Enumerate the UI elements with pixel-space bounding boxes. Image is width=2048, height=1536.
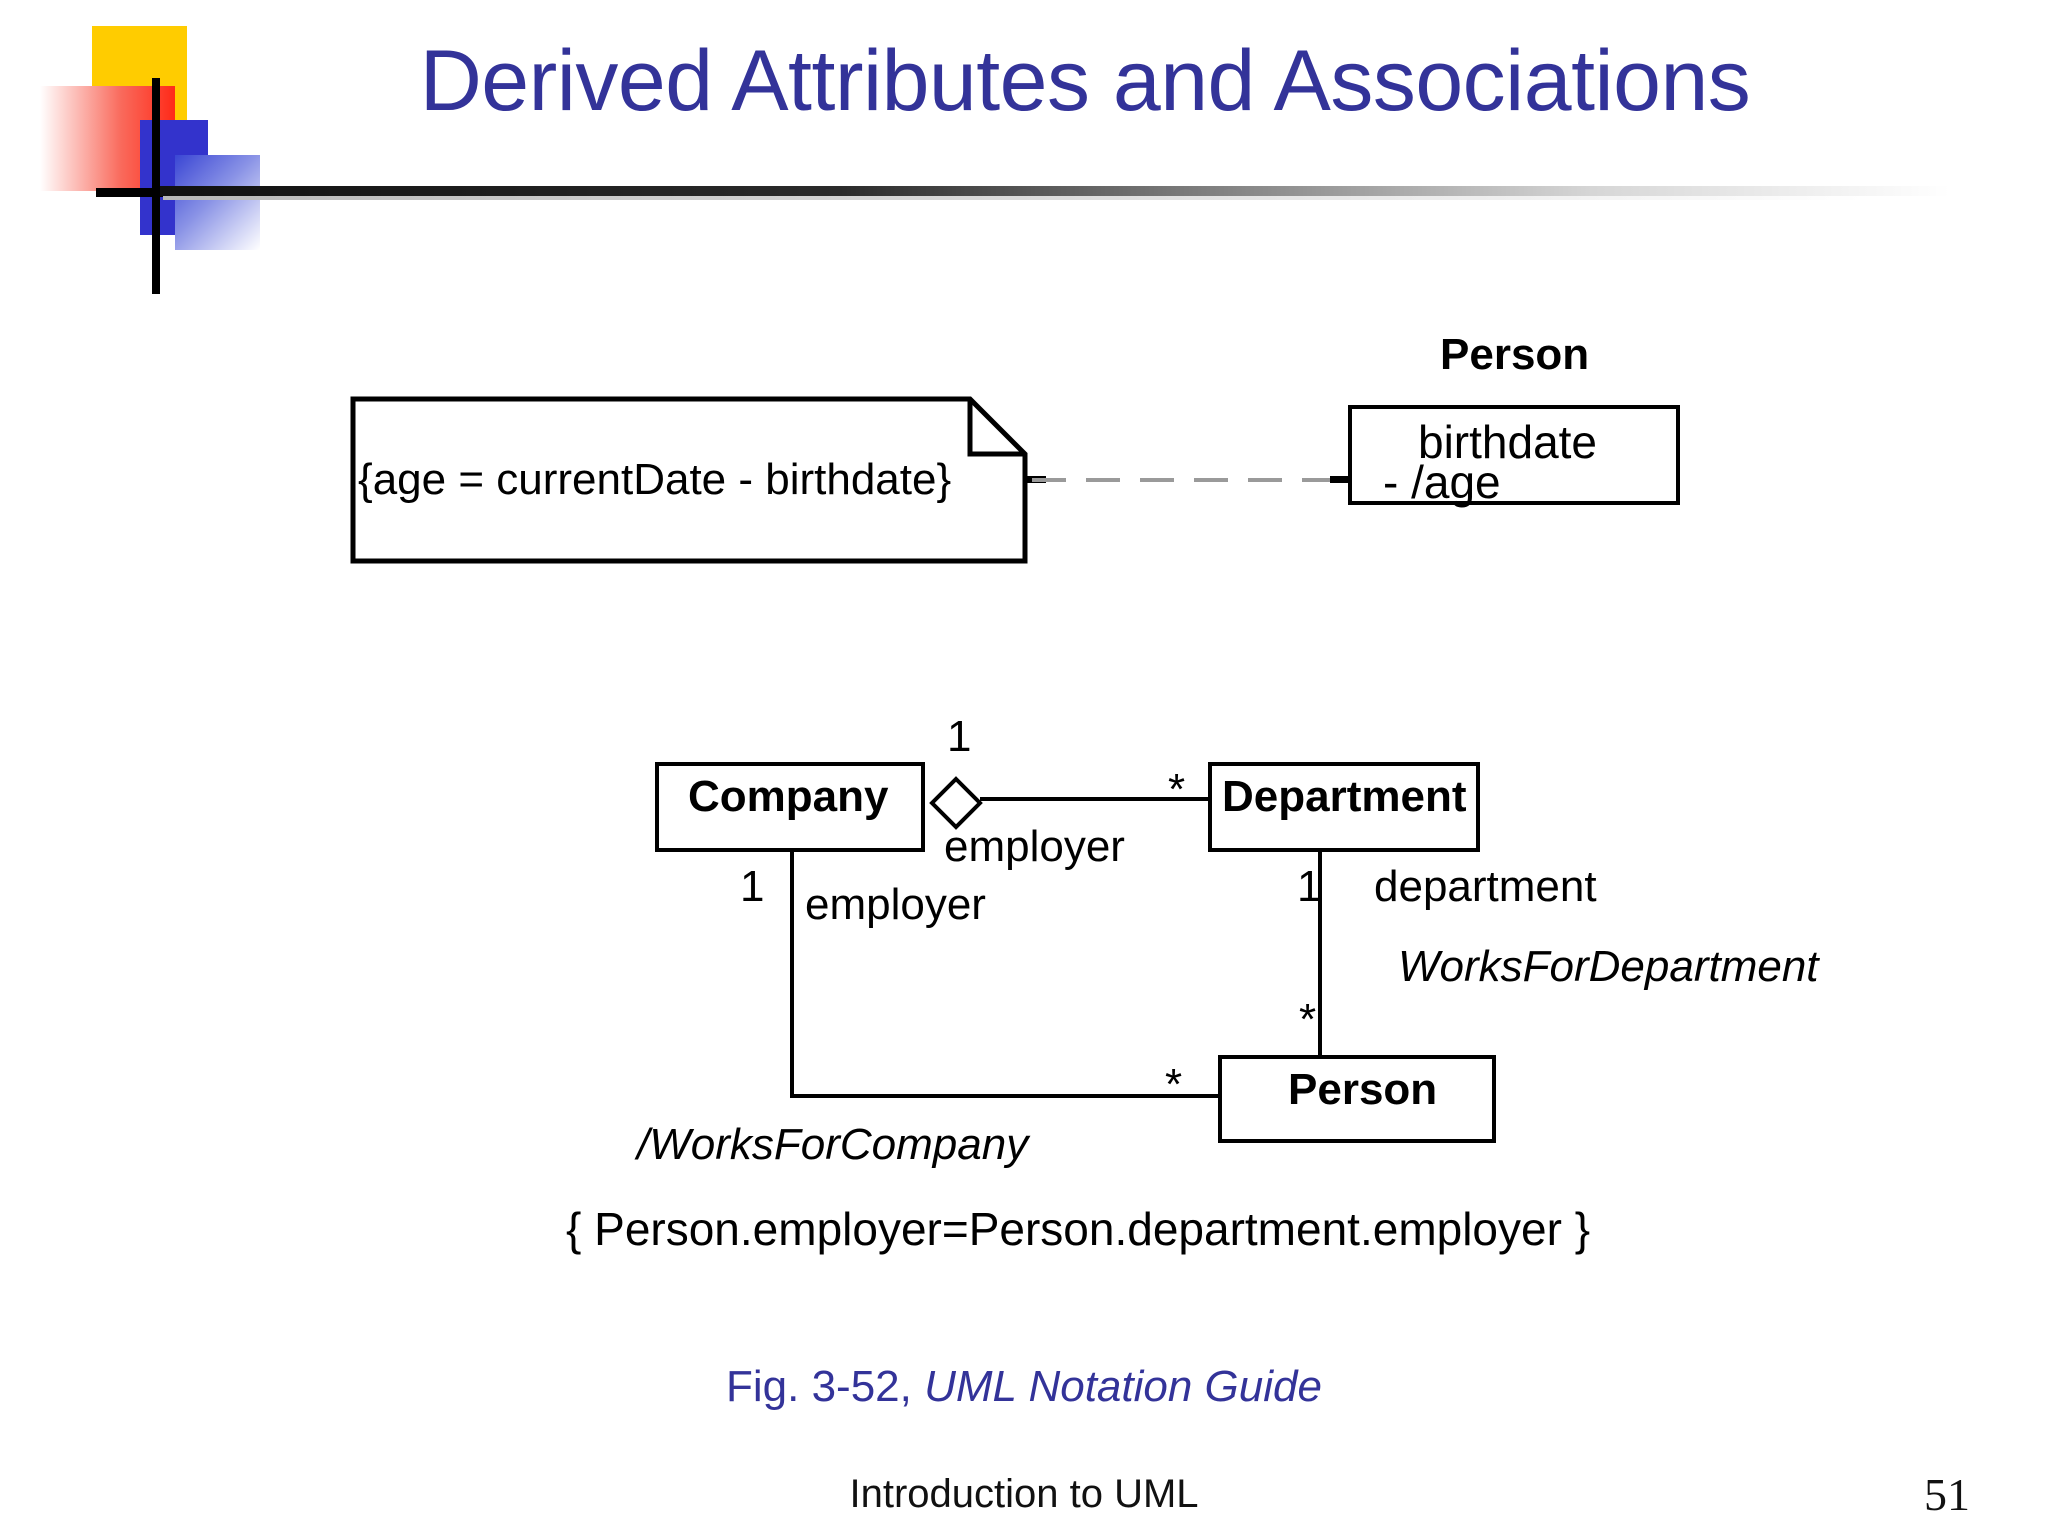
footer-title: Introduction to UML [849, 1472, 1199, 1516]
multiplicity-person-company-end: * [1165, 1060, 1183, 1109]
uml-note-text: {age = currentDate - birthdate} [358, 455, 952, 504]
multiplicity-department-to-person: 1 [1297, 862, 1322, 911]
multiplicity-person-department-end: * [1299, 995, 1317, 1044]
figure-caption-prefix: Fig. 3-52, [726, 1362, 912, 1411]
association-line-department-person [1318, 850, 1322, 1058]
aggregation-diamond-icon [928, 775, 984, 831]
person-class-name-label: Person [1440, 330, 1590, 379]
person-class-name-lower: Person [1288, 1065, 1438, 1114]
multiplicity-company-to-department: 1 [947, 712, 972, 761]
department-class-box [1208, 762, 1480, 852]
association-name-works-for-department: WorksForDepartment [1398, 942, 1819, 991]
association-line-company-person-vertical [790, 850, 794, 1098]
diagram-constraint-text: { Person.employer=Person.department.empl… [566, 1203, 1591, 1255]
figure-caption: Fig. 3-52, UML Notation Guide [0, 1362, 2048, 1412]
logo-blue-gradient-square [175, 155, 260, 250]
person-attribute-derived-age: - /age [1383, 456, 1501, 508]
person-attribute-birthdate: birthdate [1418, 416, 1598, 468]
note-dependency-dashed-line [1032, 478, 1348, 482]
role-employer-department-end: employer [944, 822, 1125, 871]
page-title: Derived Attributes and Associations [419, 33, 1751, 129]
uml-note-shape [350, 396, 1028, 564]
association-line-company-department [980, 797, 1212, 801]
footer-page-number: 51 [1924, 1469, 1970, 1520]
note-link-right-cap [1330, 476, 1352, 483]
logo-vertical-bar [152, 78, 160, 294]
multiplicity-department-end: * [1168, 765, 1186, 814]
person-class-box-lower [1218, 1055, 1496, 1143]
figure-caption-source: UML Notation Guide [924, 1362, 1322, 1411]
role-department: department [1374, 862, 1597, 911]
association-name-works-for-company: /WorksForCompany [637, 1120, 1029, 1169]
role-employer-person-end: employer [805, 880, 986, 929]
multiplicity-company-to-person: 1 [740, 862, 765, 911]
department-class-name: Department [1222, 772, 1467, 821]
association-line-company-person-horizontal [790, 1094, 1222, 1098]
title-divider-rule [160, 186, 1950, 196]
slide-logo-decoration [0, 0, 300, 300]
title-divider-shadow [163, 196, 1953, 200]
person-class-attribute-box [1348, 405, 1680, 505]
company-class-name: Company [688, 772, 889, 821]
